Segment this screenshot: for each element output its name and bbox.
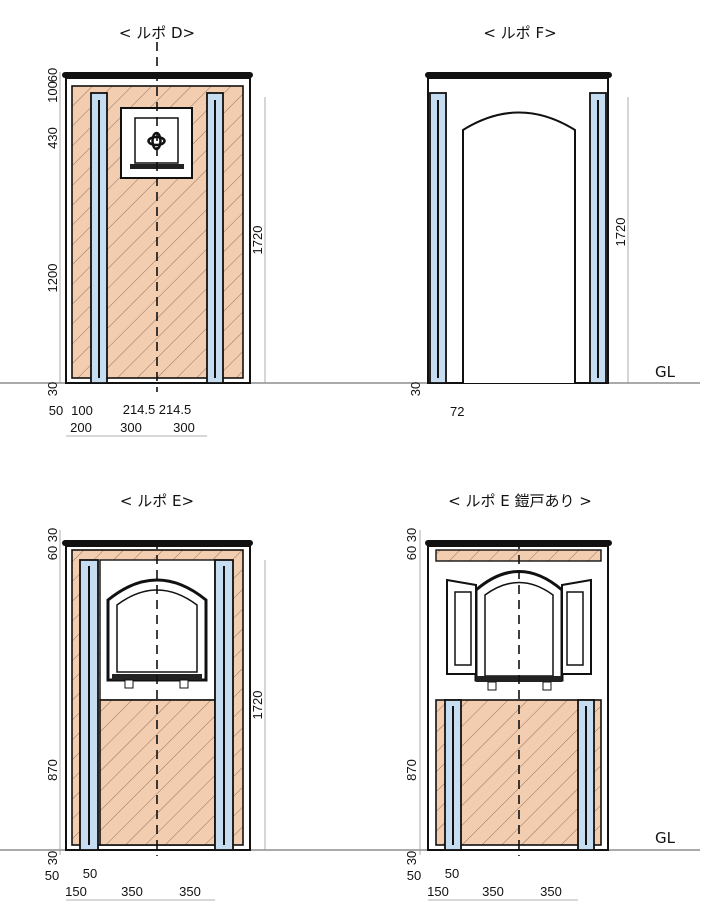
dim: 60 — [45, 546, 60, 560]
dim: 150 — [427, 884, 449, 899]
drawing-lupo-e-shutters: < ルポ E 鎧戸あり > 30 60 870 30 GL 50 50 150 … — [404, 492, 676, 901]
drawing-lupo-f: < ルポ F> 1720 GL 30 72 — [408, 24, 676, 419]
dim: 150 — [65, 884, 87, 899]
dim-72: 72 — [450, 404, 464, 419]
dim: 30 — [45, 528, 60, 542]
dim: 50 — [445, 866, 459, 881]
dim: 350 — [179, 884, 201, 899]
dim: 50 — [407, 868, 421, 883]
dim: 100 — [71, 403, 93, 418]
dim: 50 — [83, 866, 97, 881]
dim: 350 — [121, 884, 143, 899]
title-lupo-e-shutters: < ルポ E 鎧戸あり > — [448, 492, 592, 510]
dim: 60 — [404, 546, 419, 560]
dim-1720: 1720 — [250, 691, 265, 720]
dim: 214.5 — [123, 402, 156, 417]
title-lupo-e: < ルポ E> — [120, 492, 194, 510]
dim: 30 — [404, 528, 419, 542]
dim: 870 — [404, 759, 419, 781]
dim-1720: 1720 — [613, 218, 628, 247]
dim: 200 — [70, 420, 92, 435]
ground-label: GL — [655, 829, 676, 847]
dim: 350 — [540, 884, 562, 899]
dim: 300 — [173, 420, 195, 435]
cornice — [425, 72, 612, 78]
dim: 30 — [45, 851, 60, 865]
drawing-lupo-d: < ルポ D> 60 100 430 1200 30 1720 50 100 2… — [45, 24, 266, 437]
dim-60: 60 — [45, 68, 60, 82]
title-lupo-f: < ルポ F> — [483, 24, 556, 42]
title-lupo-d: < ルポ D> — [119, 24, 195, 42]
arch-opening — [462, 111, 576, 383]
dim-1720: 1720 — [250, 226, 265, 255]
dim: 870 — [45, 759, 60, 781]
dim: 50 — [45, 868, 59, 883]
dim: 50 — [49, 403, 63, 418]
dim-1200: 1200 — [45, 264, 60, 293]
dim: 300 — [120, 420, 142, 435]
dim-100: 100 — [45, 81, 60, 103]
drawing-lupo-e: < ルポ E> 30 60 870 30 1720 50 50 150 350 … — [45, 492, 266, 901]
dim: 214.5 — [159, 402, 192, 417]
dim: 30 — [404, 851, 419, 865]
ground-label: GL — [655, 363, 676, 381]
dim-30: 30 — [408, 382, 423, 396]
dim: 350 — [482, 884, 504, 899]
dim-430: 430 — [45, 127, 60, 149]
dim-30: 30 — [45, 382, 60, 396]
